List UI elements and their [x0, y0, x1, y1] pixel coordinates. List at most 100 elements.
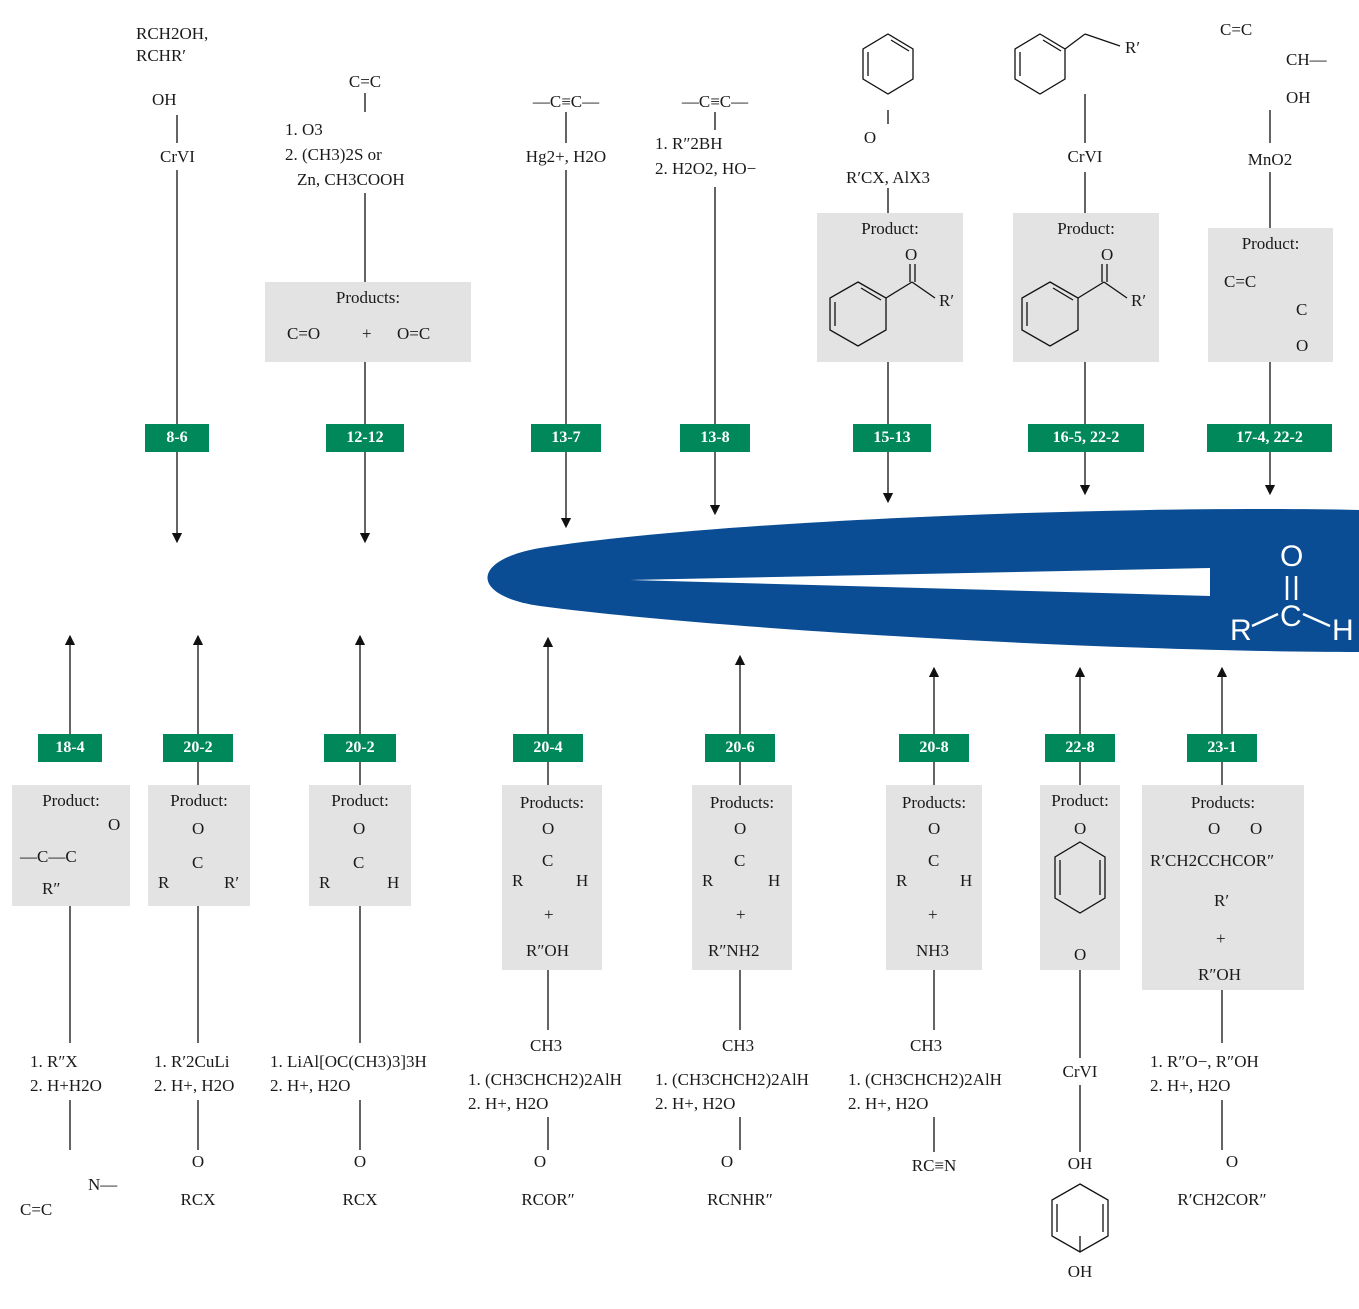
product-plus: +	[928, 905, 938, 924]
tag-16-5-22-2[interactable]: 16-5, 22-2	[1028, 424, 1144, 452]
tag-20-4[interactable]: 20-4	[513, 734, 583, 762]
product-byproduct: R″OH	[1198, 965, 1241, 984]
tag-23-1[interactable]: 23-1	[1187, 734, 1257, 762]
aldehyde-r: R	[1230, 614, 1252, 647]
product-plus: +	[362, 324, 372, 343]
product-o: O	[108, 815, 121, 834]
aldehyde-h: H	[1332, 614, 1354, 647]
reagent-23-1-2: 2. H+, H2O	[1150, 1076, 1231, 1095]
start-enamine-n: N—	[88, 1175, 118, 1194]
reagent-20-8-ch3: CH3	[910, 1036, 943, 1055]
product-r: R	[512, 871, 524, 890]
product-label: Product:	[170, 791, 228, 810]
product-o-1: O	[1208, 819, 1221, 838]
product-c: C	[734, 851, 746, 870]
reagent-ozonolysis-1: 1. O3	[285, 120, 323, 139]
start-enamine-alkene: C=C	[20, 1200, 53, 1219]
product-plus: +	[736, 905, 746, 924]
product-label: Product:	[42, 791, 100, 810]
product-o: O	[542, 819, 555, 838]
start-acyl-halide-2: RCX	[342, 1190, 378, 1209]
start-acyl-halide: RCX	[180, 1190, 216, 1209]
reagent-23-1-1: 1. R″O−, R″OH	[1150, 1052, 1259, 1071]
start-hydroquinone-oh-bottom: OH	[1067, 1262, 1093, 1281]
product-c: C	[1296, 300, 1308, 319]
tag-15-13[interactable]: 15-13	[853, 424, 931, 452]
tag-20-2-a[interactable]: 20-2	[163, 734, 233, 762]
product-r: R	[158, 873, 170, 892]
product-h: H	[387, 873, 400, 892]
reagent-20-2b-2: 2. H+, H2O	[270, 1076, 351, 1095]
benzene-rings	[829, 33, 1128, 1253]
tag-13-7[interactable]: 13-7	[531, 424, 601, 452]
product-c: C	[928, 851, 940, 870]
product-o: O	[734, 819, 747, 838]
allylic-alkene: C=C	[1220, 20, 1253, 39]
product-box-18-4: Product: —C—C O R″	[12, 785, 130, 906]
product-r: R	[896, 871, 908, 890]
reagent-20-4-1: 1. (CH3CHCH2)2AlH	[468, 1070, 622, 1089]
reagent-borane-2: 2. H2O2, HO−	[655, 159, 757, 178]
start-acyl-o-2: O	[353, 1152, 367, 1171]
product-carbonyl-2: O=C	[397, 324, 431, 343]
aldehyde-c: C	[1280, 600, 1302, 633]
product-box-17-4: Product: C=C C O	[1208, 228, 1333, 362]
alkyne-hg: —C≡C—	[532, 92, 600, 111]
tag-20-8[interactable]: 20-8	[899, 734, 969, 762]
product-box-20-8: Products: O R C H + NH3	[886, 785, 982, 970]
acyl-o: O	[863, 128, 877, 147]
alkene-top: C=C	[348, 72, 382, 91]
reagent-alcohol-1: RCH2OH,	[136, 24, 209, 43]
tag-12-12[interactable]: 12-12	[326, 424, 404, 452]
product-r: R	[702, 871, 714, 890]
reagent-hg: Hg2+, H2O	[525, 147, 607, 166]
start-hydroquinone-oh-top: OH	[1067, 1154, 1093, 1173]
reagent-20-6-1: 1. (CH3CHCH2)2AlH	[655, 1070, 809, 1089]
allylic-oh: OH	[1286, 88, 1311, 107]
reagent-alcohol-oh: OH	[152, 90, 177, 109]
product-h: H	[960, 871, 973, 890]
tag-13-8[interactable]: 13-8	[680, 424, 750, 452]
tag-20-6[interactable]: 20-6	[705, 734, 775, 762]
product-box-20-6: Products: O R C H + R″NH2	[692, 785, 792, 970]
product-h: H	[768, 871, 781, 890]
start-nitrile: RC≡N	[911, 1156, 957, 1175]
tag-8-6[interactable]: 8-6	[145, 424, 209, 452]
tag-18-4[interactable]: 18-4	[38, 734, 102, 762]
tag-22-8[interactable]: 22-8	[1045, 734, 1115, 762]
product-c: C	[353, 853, 365, 872]
reagent-20-6-2: 2. H+, H2O	[655, 1094, 736, 1113]
tag-20-2-b[interactable]: 20-2	[324, 734, 396, 762]
hub-inner-highlight	[630, 568, 1210, 596]
start-amide: RCNHR″	[707, 1190, 773, 1209]
tag-17-4-22-2[interactable]: 17-4, 22-2	[1207, 424, 1332, 452]
product-h: H	[576, 871, 589, 890]
product-label: Product:	[331, 791, 389, 810]
product-box-12-12: Products: C=O + O=C	[265, 282, 471, 362]
product-c: C	[192, 853, 204, 872]
alkyne-borane: —C≡C—	[681, 92, 749, 111]
reagent-20-4-ch3: CH3	[530, 1036, 563, 1055]
reagent-mno2: MnO2	[1247, 150, 1293, 169]
reagent-borane-1: 1. R″2BH	[655, 134, 723, 153]
product-o: O	[353, 819, 366, 838]
aldehyde-o: O	[1280, 540, 1304, 573]
start-amide-o: O	[720, 1152, 734, 1171]
reagent-ozonolysis-2: 2. (CH3)2S or	[285, 145, 382, 164]
aldehyde-bonds	[1251, 576, 1331, 628]
start-ester: RCOR″	[521, 1190, 575, 1209]
product-o-2: O	[1250, 819, 1263, 838]
product-carbonyl-1: C=O	[287, 324, 321, 343]
reagent-crvi: CrVI	[160, 147, 195, 166]
reagent-20-2b-1: 1. LiAl[OC(CH3)3]3H	[270, 1052, 427, 1071]
product-box-20-2-a: Product: O R C R′	[148, 785, 250, 906]
product-o: O	[1296, 336, 1309, 355]
product-plus: +	[544, 905, 554, 924]
reagent-20-8-1: 1. (CH3CHCH2)2AlH	[848, 1070, 1002, 1089]
product-r-prime: R′	[1214, 891, 1230, 910]
product-byproduct: R″NH2	[708, 941, 760, 960]
product-label: Products:	[335, 288, 401, 307]
product-o: O	[192, 819, 205, 838]
reagent-20-6-ch3: CH3	[722, 1036, 755, 1055]
